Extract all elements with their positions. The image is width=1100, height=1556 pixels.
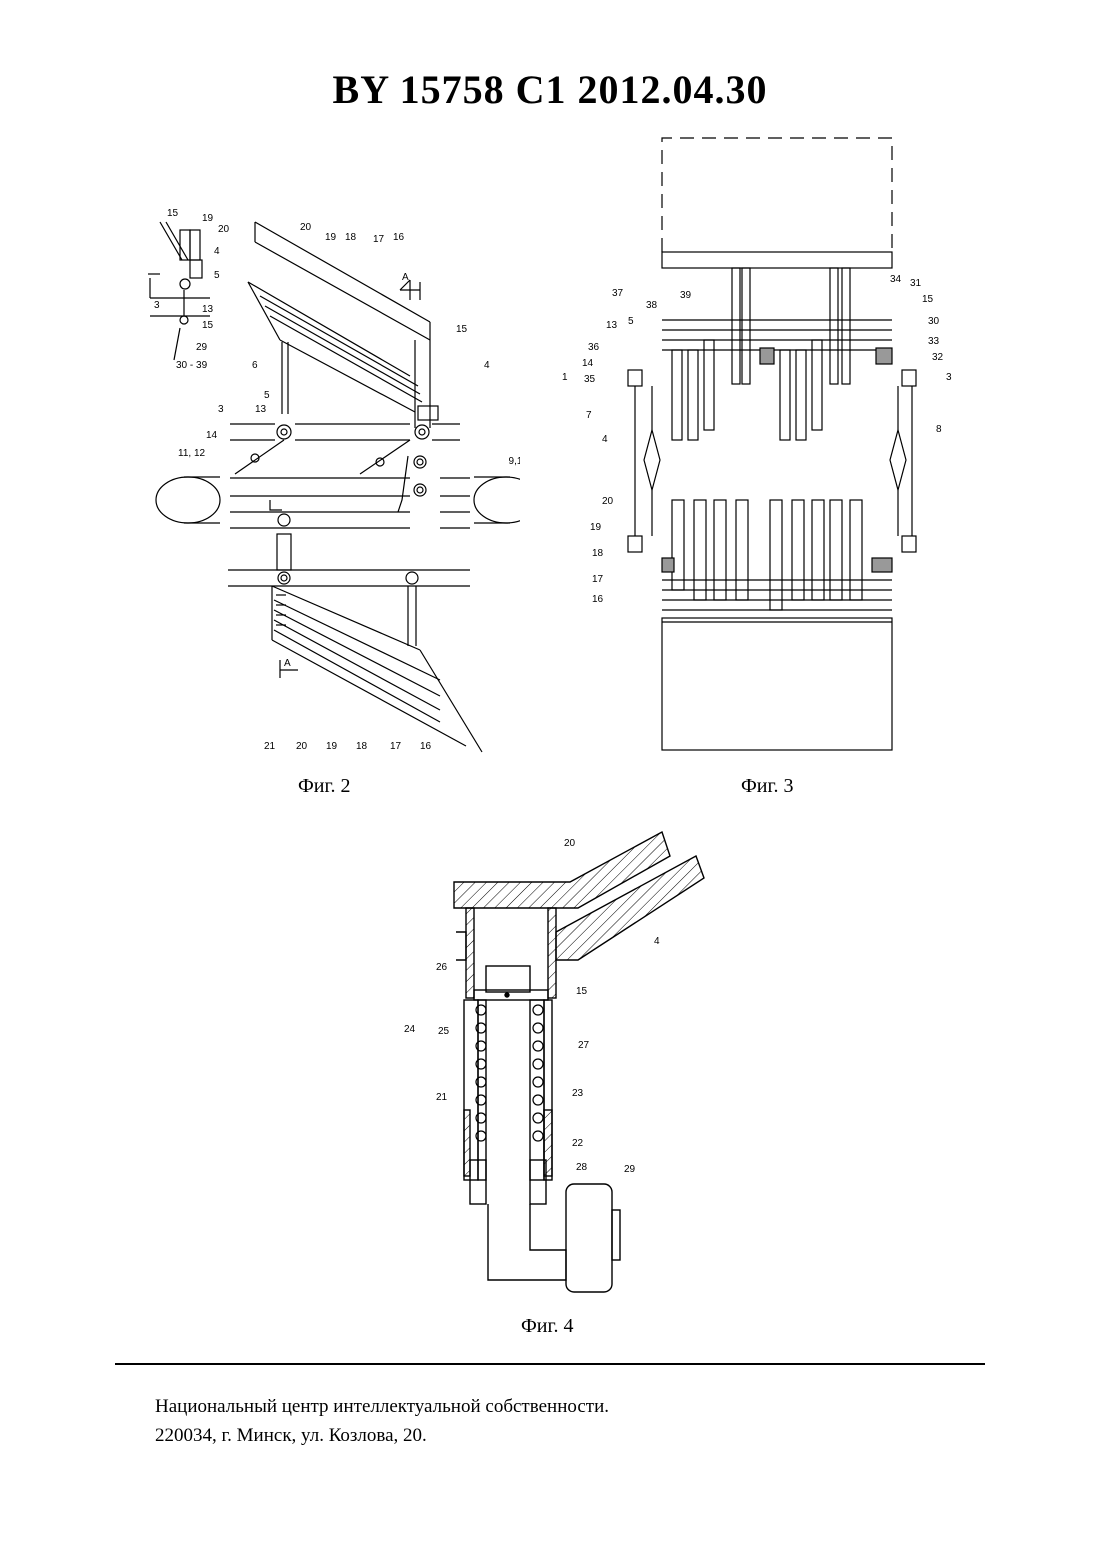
fig4-label: 15	[576, 986, 588, 997]
figure-2-drawing: 15 19 20 4 5 3 13 15 29 30 - 39 20 19 18…	[140, 200, 520, 760]
fig2-label: 20	[218, 224, 230, 235]
fig2-label: 19	[325, 232, 337, 243]
fig2-label: 17	[390, 741, 402, 752]
fig3-label: 1	[562, 372, 568, 383]
fig3-label: 8	[936, 424, 942, 435]
section-marker-a: A	[402, 272, 409, 283]
fig2-label: 18	[345, 232, 357, 243]
figure-2-caption: Фиг. 2	[298, 775, 350, 798]
section-marker-a: A	[284, 658, 291, 669]
fig3-label: 3	[946, 372, 952, 383]
fig3-label: 16	[592, 594, 604, 605]
fig3-label: 36	[588, 342, 600, 353]
fig2-label: 13	[255, 404, 267, 415]
fig2-label: 18	[356, 741, 368, 752]
fig2-label: 17	[373, 234, 385, 245]
fig2-label: 20	[296, 741, 308, 752]
fig3-label: 14	[582, 358, 594, 369]
fig3-label: 35	[584, 374, 596, 385]
fig2-label: 6	[252, 360, 258, 371]
figure-4-drawing: 20 4 26 15 24 25 27 21 23 22 28 29	[390, 820, 720, 1300]
fig2-label: 30 - 39	[176, 360, 208, 371]
footer-address: 220034, г. Минск, ул. Козлова, 20.	[155, 1421, 609, 1450]
footer: Национальный центр интеллектуальной собс…	[155, 1392, 609, 1450]
fig3-label: 5	[628, 316, 634, 327]
figure-4-caption: Фиг. 4	[521, 1315, 573, 1338]
fig2-label: 5	[264, 390, 270, 401]
fig3-label: 17	[592, 574, 604, 585]
fig2-label: 16	[420, 741, 432, 752]
fig4-label: 23	[572, 1088, 584, 1099]
fig3-label: 39	[680, 290, 692, 301]
fig3-label: 33	[928, 336, 940, 347]
fig4-label: 29	[624, 1164, 636, 1175]
fig4-label: 20	[564, 838, 576, 849]
fig2-label: 4	[484, 360, 490, 371]
fig3-label: 34	[890, 274, 902, 285]
fig4-label: 28	[576, 1162, 588, 1173]
figure-3-drawing: 37 38 39 13 5 36 14 1 35 7 4 20 19 18 17…	[560, 130, 960, 760]
fig3-label: 38	[646, 300, 658, 311]
fig3-label: 15	[922, 294, 934, 305]
footer-divider	[115, 1363, 985, 1365]
fig4-label: 4	[654, 936, 660, 947]
patent-header: BY 15758 C1 2012.04.30	[0, 66, 1100, 113]
fig2-label: 15	[456, 324, 468, 335]
fig2-label: 16	[393, 232, 405, 243]
fig3-label: 30	[928, 316, 940, 327]
footer-org-name: Национальный центр интеллектуальной собс…	[155, 1392, 609, 1421]
fig3-label: 13	[606, 320, 618, 331]
fig3-label: 18	[592, 548, 604, 559]
fig2-label: 29	[196, 342, 208, 353]
fig3-label: 37	[612, 288, 624, 299]
fig2-label: 15	[202, 320, 214, 331]
fig4-label: 21	[436, 1092, 448, 1103]
fig2-label: 14	[206, 430, 218, 441]
fig2-label: 3	[218, 404, 224, 415]
fig4-label: 27	[578, 1040, 590, 1051]
fig2-label: 19	[326, 741, 338, 752]
fig2-label: 21	[264, 741, 276, 752]
figure-3-caption: Фиг. 3	[741, 775, 793, 798]
fig2-label: 5	[214, 270, 220, 281]
fig2-label: 3	[154, 300, 160, 311]
fig2-label: 11, 12	[178, 448, 205, 459]
fig4-label: 25	[438, 1026, 450, 1037]
fig3-label: 32	[932, 352, 944, 363]
fig4-label: 22	[572, 1138, 584, 1149]
fig2-label: 20	[300, 222, 312, 233]
fig3-label: 20	[602, 496, 614, 507]
fig3-label: 7	[586, 410, 592, 421]
fig4-label: 24	[404, 1024, 416, 1035]
fig4-label: 26	[436, 962, 448, 973]
fig2-label: 4	[214, 246, 220, 257]
fig2-label: 15	[167, 208, 179, 219]
fig2-label: 13	[202, 304, 214, 315]
fig2-label: 9,10	[509, 456, 520, 467]
fig2-label: 19	[202, 213, 214, 224]
fig3-label: 4	[602, 434, 608, 445]
fig3-label: 19	[590, 522, 602, 533]
fig3-label: 31	[910, 278, 922, 289]
